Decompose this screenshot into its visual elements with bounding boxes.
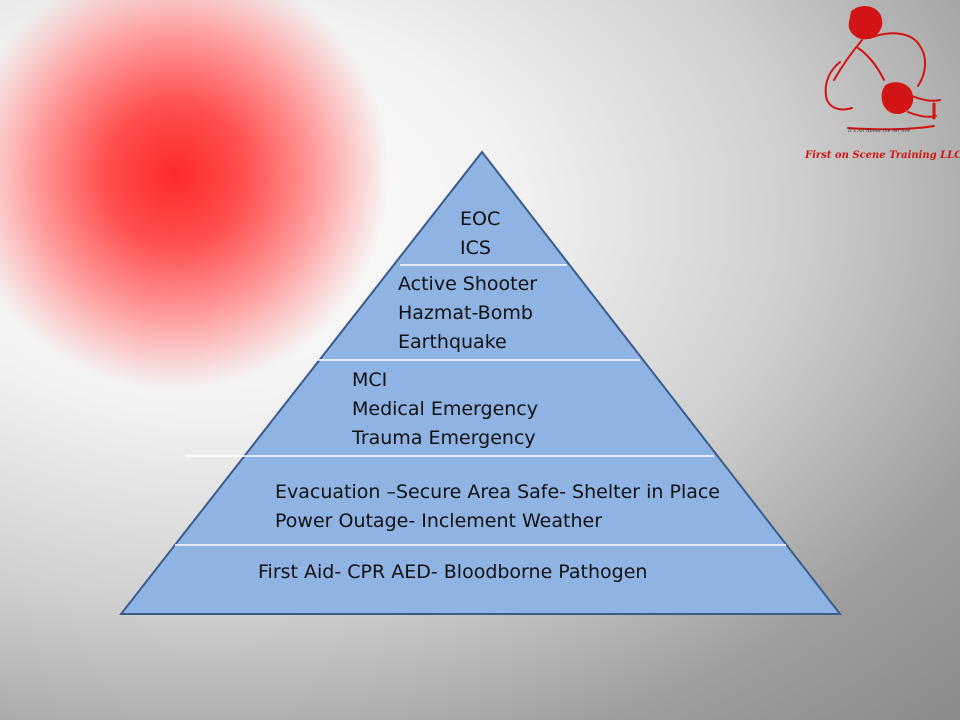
tier-1-line-1: EOC	[460, 208, 501, 230]
logo-tagline: It's All About the Air SM	[848, 128, 911, 134]
tier-1-text: EOC ICS	[460, 205, 500, 263]
tier-2-line-1: Active Shooter	[398, 273, 538, 295]
tier-3-line-2: Medical Emergency	[352, 398, 538, 420]
tier-4-line-2: Power Outage- Inclement Weather	[275, 510, 603, 532]
tier-2-text: Active Shooter Hazmat-Bomb Earthquake	[398, 270, 537, 357]
company-logo	[824, 6, 941, 131]
tier-3-text: MCI Medical Emergency Trauma Emergency	[352, 366, 538, 453]
tier-3-line-3: Trauma Emergency	[352, 427, 536, 449]
tier-3-line-1: MCI	[352, 369, 388, 391]
tier-1-line-2: ICS	[460, 237, 491, 259]
pyramid-shape	[118, 150, 843, 615]
tier-4-line-1: Evacuation –Secure Area Safe- Shelter in…	[275, 481, 720, 503]
tier-5-text: First Aid- CPR AED- Bloodborne Pathogen	[258, 558, 647, 587]
tier-5-line-1: First Aid- CPR AED- Bloodborne Pathogen	[258, 561, 648, 583]
company-name: First on Scene Training LLC	[805, 150, 960, 161]
tier-2-line-2: Hazmat-Bomb	[398, 302, 533, 324]
tier-4-text: Evacuation –Secure Area Safe- Shelter in…	[275, 478, 720, 536]
tier-2-line-3: Earthquake	[398, 331, 507, 353]
